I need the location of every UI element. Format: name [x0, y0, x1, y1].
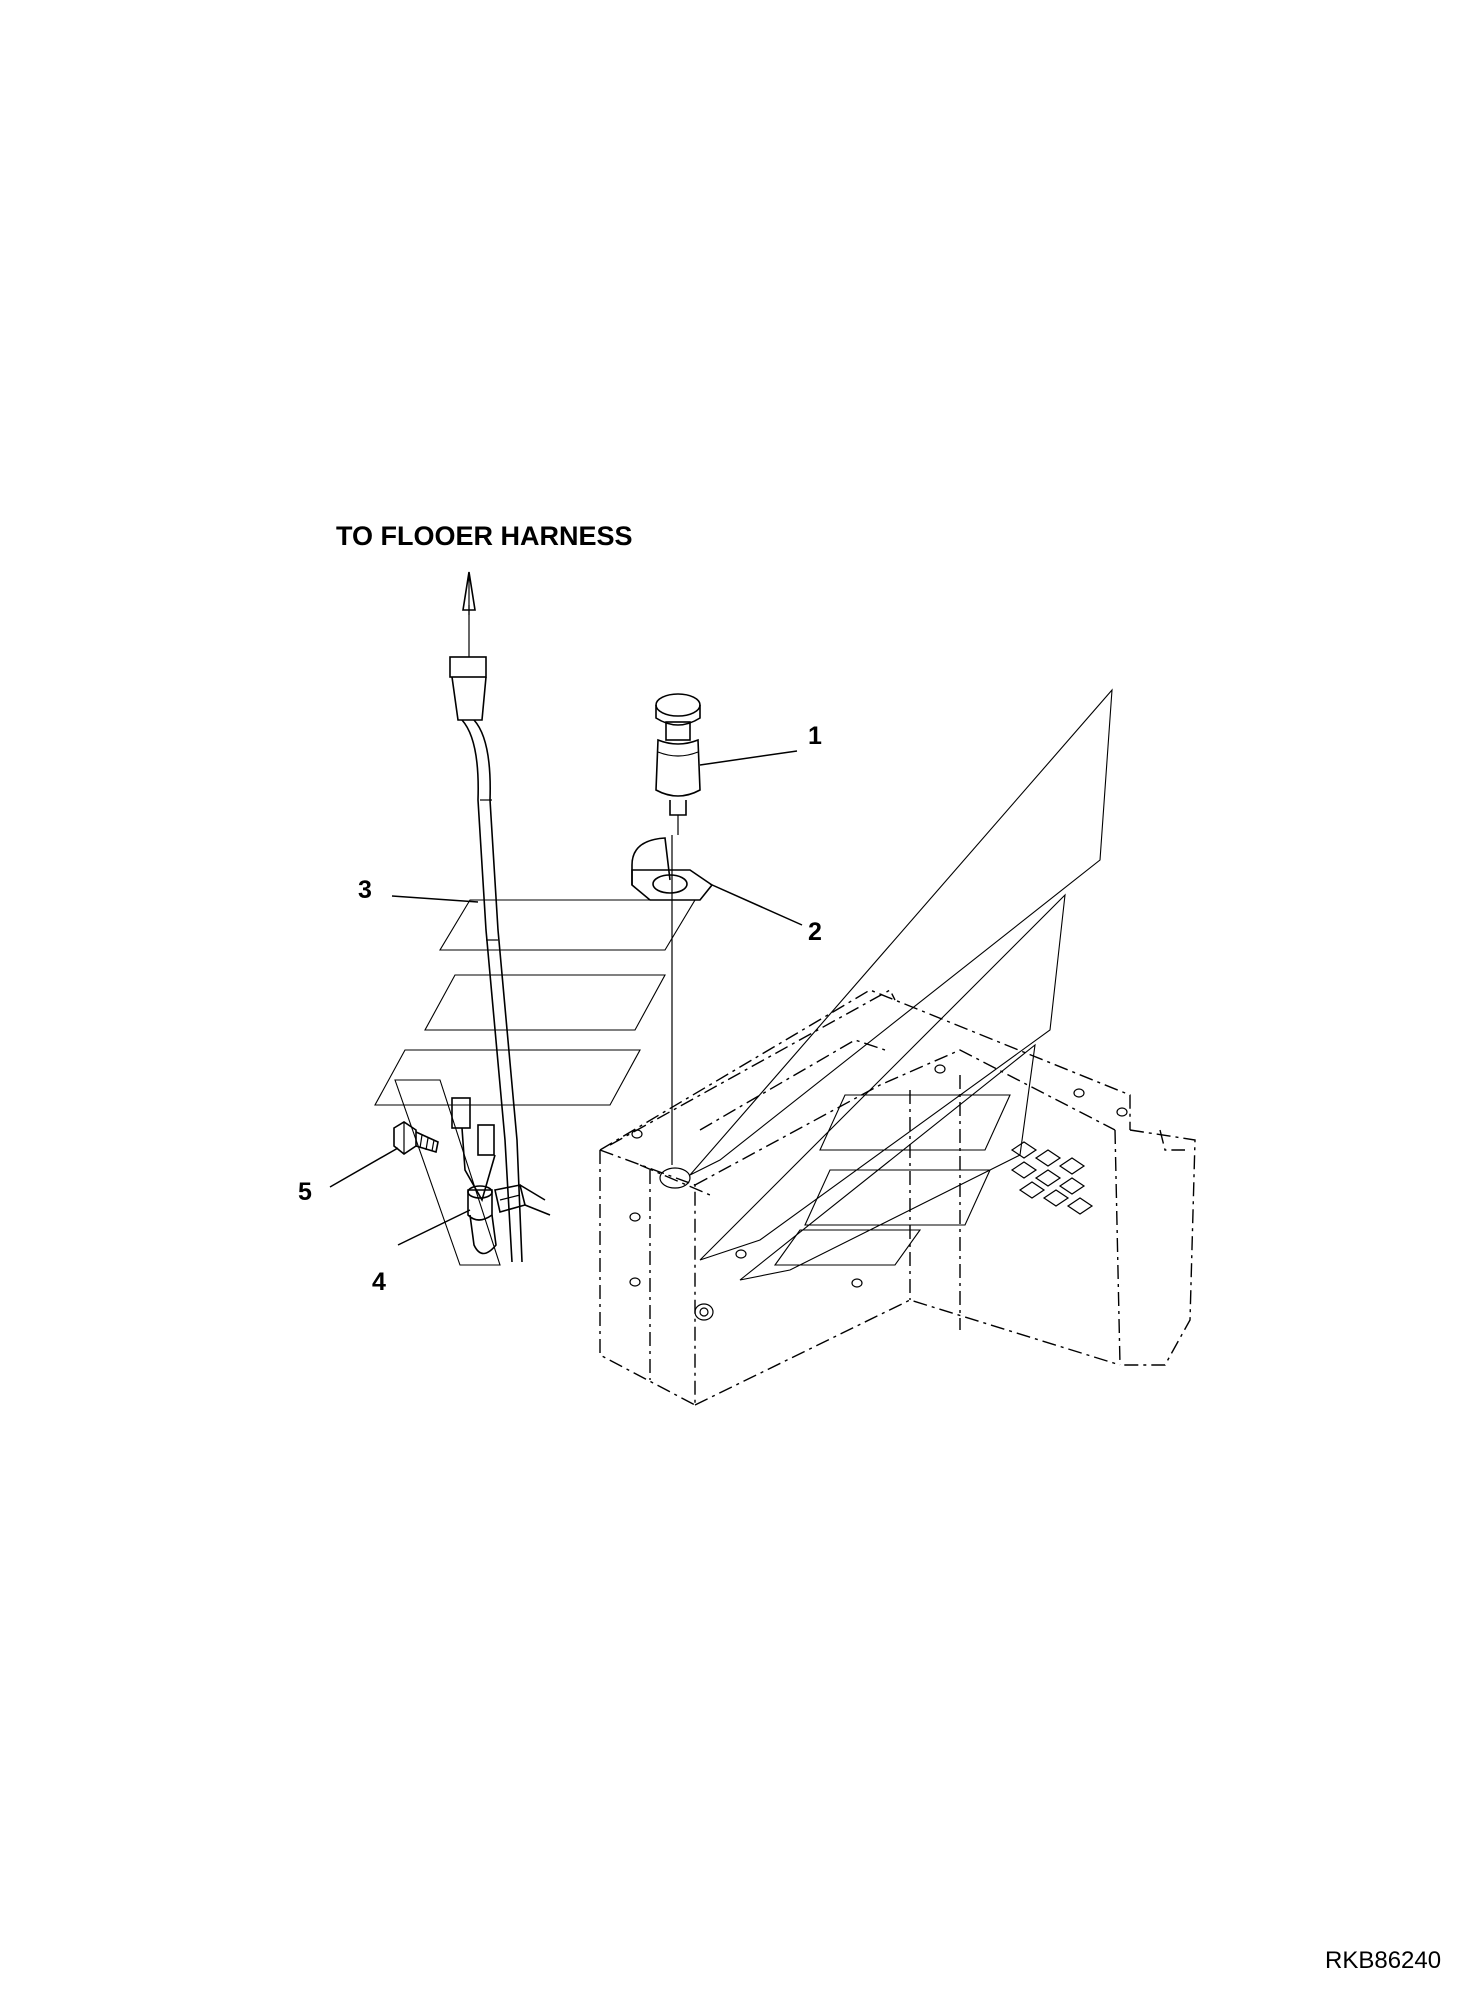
callout-3: 3 — [358, 876, 372, 904]
console-housing — [599, 989, 1196, 1406]
part-2-bracket — [631, 835, 714, 1165]
part-4-connector — [451, 1097, 551, 1255]
watermark-logo — [374, 688, 1113, 1281]
harness-direction-arrow — [462, 571, 476, 640]
callout-5: 5 — [298, 1178, 312, 1206]
reference-code: RKB86240 — [1325, 1947, 1441, 1974]
part-3-harness — [449, 640, 523, 1263]
part-1-lighter-knob — [655, 693, 701, 835]
leader-lines — [329, 750, 803, 1246]
diagram-title: TO FLOOER HARNESS — [336, 521, 633, 551]
callout-2: 2 — [808, 918, 822, 946]
callout-4: 4 — [372, 1268, 386, 1296]
callout-1: 1 — [808, 722, 822, 750]
vent-grille — [1010, 1141, 1094, 1215]
part-5-screw — [393, 1121, 439, 1155]
